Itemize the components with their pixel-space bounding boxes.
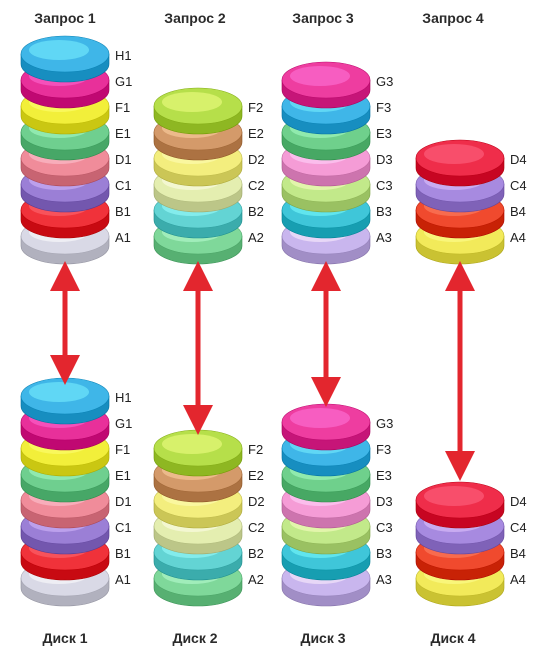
platter-label-a4-top: A4 [510,230,526,245]
platter-label-f2-top: F2 [248,100,263,115]
platter-label-g3-top: G3 [376,74,393,89]
disk-platter-h1-bottom [20,377,110,425]
platter-label-h1-bottom: H1 [115,390,132,405]
platter-label-b2-bottom: B2 [248,546,264,561]
platter-label-a2-top: A2 [248,230,264,245]
platter-label-c2-top: C2 [248,178,265,193]
platter-label-b4-top: B4 [510,204,526,219]
platter-label-a1-top: A1 [115,230,131,245]
platter-label-g1-bottom: G1 [115,416,132,431]
platter-label-d2-bottom: D2 [248,494,265,509]
platter-label-d2-top: D2 [248,152,265,167]
platter-label-f3-bottom: F3 [376,442,391,457]
platter-label-f1-top: F1 [115,100,130,115]
platter-label-c3-bottom: C3 [376,520,393,535]
platter-label-e2-top: E2 [248,126,264,141]
platter-label-d1-bottom: D1 [115,494,132,509]
platter-label-c4-bottom: C4 [510,520,527,535]
disk-platter-d4-bottom [415,481,505,529]
platter-label-c4-top: C4 [510,178,527,193]
disk-label-2: Диск 2 [172,630,218,646]
platter-label-c1-bottom: C1 [115,520,132,535]
platter-label-e3-bottom: E3 [376,468,392,483]
platter-label-c3-top: C3 [376,178,393,193]
disk-platter-g3-bottom [281,403,371,451]
platter-label-e1-top: E1 [115,126,131,141]
platter-label-g3-bottom: G3 [376,416,393,431]
column-title-3: Запрос 3 [292,10,354,26]
column-title-1: Запрос 1 [34,10,96,26]
platter-label-b4-bottom: B4 [510,546,526,561]
disk-label-3: Диск 3 [300,630,346,646]
platter-label-d1-top: D1 [115,152,132,167]
disk-platter-h1-top [20,35,110,83]
platter-label-e1-bottom: E1 [115,468,131,483]
column-title-4: Запрос 4 [422,10,484,26]
platter-label-a1-bottom: A1 [115,572,131,587]
platter-label-d3-bottom: D3 [376,494,393,509]
platter-label-d3-top: D3 [376,152,393,167]
platter-label-a4-bottom: A4 [510,572,526,587]
platter-label-f2-bottom: F2 [248,442,263,457]
platter-label-a2-bottom: A2 [248,572,264,587]
platter-label-d4-top: D4 [510,152,527,167]
platter-label-a3-top: A3 [376,230,392,245]
platter-label-f3-top: F3 [376,100,391,115]
disk-platter-f2-top [153,87,243,135]
platter-label-a3-bottom: A3 [376,572,392,587]
platter-label-e3-top: E3 [376,126,392,141]
platter-label-g1-top: G1 [115,74,132,89]
platter-label-e2-bottom: E2 [248,468,264,483]
disk-platter-d4-top [415,139,505,187]
platter-label-b2-top: B2 [248,204,264,219]
platter-label-b3-bottom: B3 [376,546,392,561]
disk-platter-f2-bottom [153,429,243,477]
disk-platter-g3-top [281,61,371,109]
platter-label-b1-bottom: B1 [115,546,131,561]
disk-label-4: Диск 4 [430,630,476,646]
platter-label-c2-bottom: C2 [248,520,265,535]
disk-label-1: Диск 1 [42,630,88,646]
column-title-2: Запрос 2 [164,10,226,26]
platter-label-h1-top: H1 [115,48,132,63]
platter-label-b3-top: B3 [376,204,392,219]
platter-label-c1-top: C1 [115,178,132,193]
platter-label-b1-top: B1 [115,204,131,219]
platter-label-d4-bottom: D4 [510,494,527,509]
platter-label-f1-bottom: F1 [115,442,130,457]
